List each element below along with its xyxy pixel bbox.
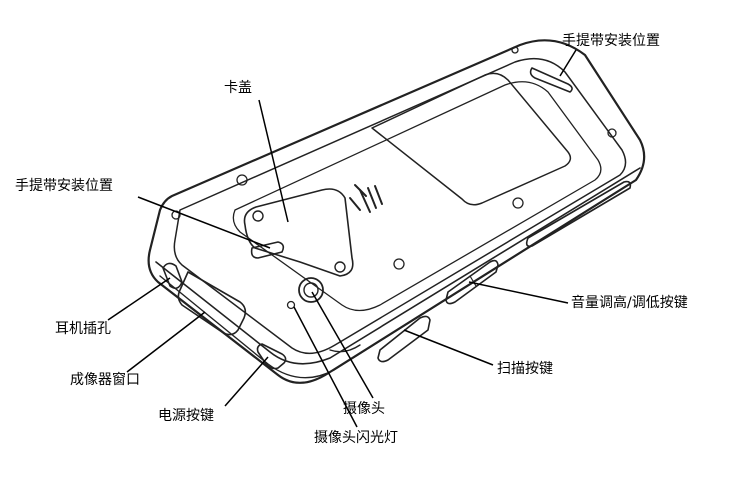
label-strap-mount-top: 手提带安装位置 <box>562 33 660 49</box>
leader-camera-flash <box>293 306 358 428</box>
label-power-button: 电源按键 <box>158 408 214 424</box>
scan-button-shape <box>377 315 431 363</box>
leader-card-cover <box>258 99 289 223</box>
power-button <box>256 343 287 370</box>
leader-strap-top <box>559 49 577 77</box>
card-cover-screw-bottom <box>334 261 346 273</box>
leader-camera <box>311 291 374 399</box>
leader-lines <box>107 49 577 428</box>
device-lower-edge <box>159 179 637 379</box>
strap-slot-top <box>529 67 573 93</box>
leader-power-button <box>224 356 269 407</box>
camera-lens <box>303 282 319 298</box>
device-bottom-bezel <box>155 167 641 365</box>
brand-logo <box>349 184 383 213</box>
label-headset-jack: 耳机插孔 <box>55 321 111 337</box>
imager-window <box>177 271 247 336</box>
label-card-cover: 卡盖 <box>224 80 252 96</box>
device-outer-shell <box>147 39 646 384</box>
device-body <box>147 39 646 384</box>
strap-slot-left <box>250 241 285 259</box>
label-camera-flash: 摄像头闪光灯 <box>314 430 398 446</box>
card-cover-screw-top <box>252 210 264 222</box>
device-center-panel <box>232 81 602 312</box>
camera-outer-ring <box>298 277 324 303</box>
label-imager-window: 成像器窗口 <box>70 372 140 388</box>
leader-headset-jack <box>107 277 171 321</box>
label-recess <box>371 72 572 206</box>
side-scan-button <box>525 180 632 248</box>
bottom-connector <box>329 344 361 353</box>
label-strap-mount-left: 手提带安装位置 <box>15 178 113 194</box>
label-volume-buttons: 音量调高/调低按键 <box>571 295 688 311</box>
volume-buttons <box>445 259 499 305</box>
label-camera: 摄像头 <box>343 401 385 417</box>
leader-imager-window <box>126 311 206 373</box>
camera-flash <box>286 300 296 310</box>
leader-strap-left <box>137 196 271 249</box>
leader-scan-button <box>403 329 494 366</box>
card-cover <box>243 188 354 277</box>
headset-jack <box>162 262 183 290</box>
label-scan-button: 扫描按键 <box>497 361 553 377</box>
device-back-panel <box>173 57 627 354</box>
leader-volume-buttons <box>468 281 569 304</box>
